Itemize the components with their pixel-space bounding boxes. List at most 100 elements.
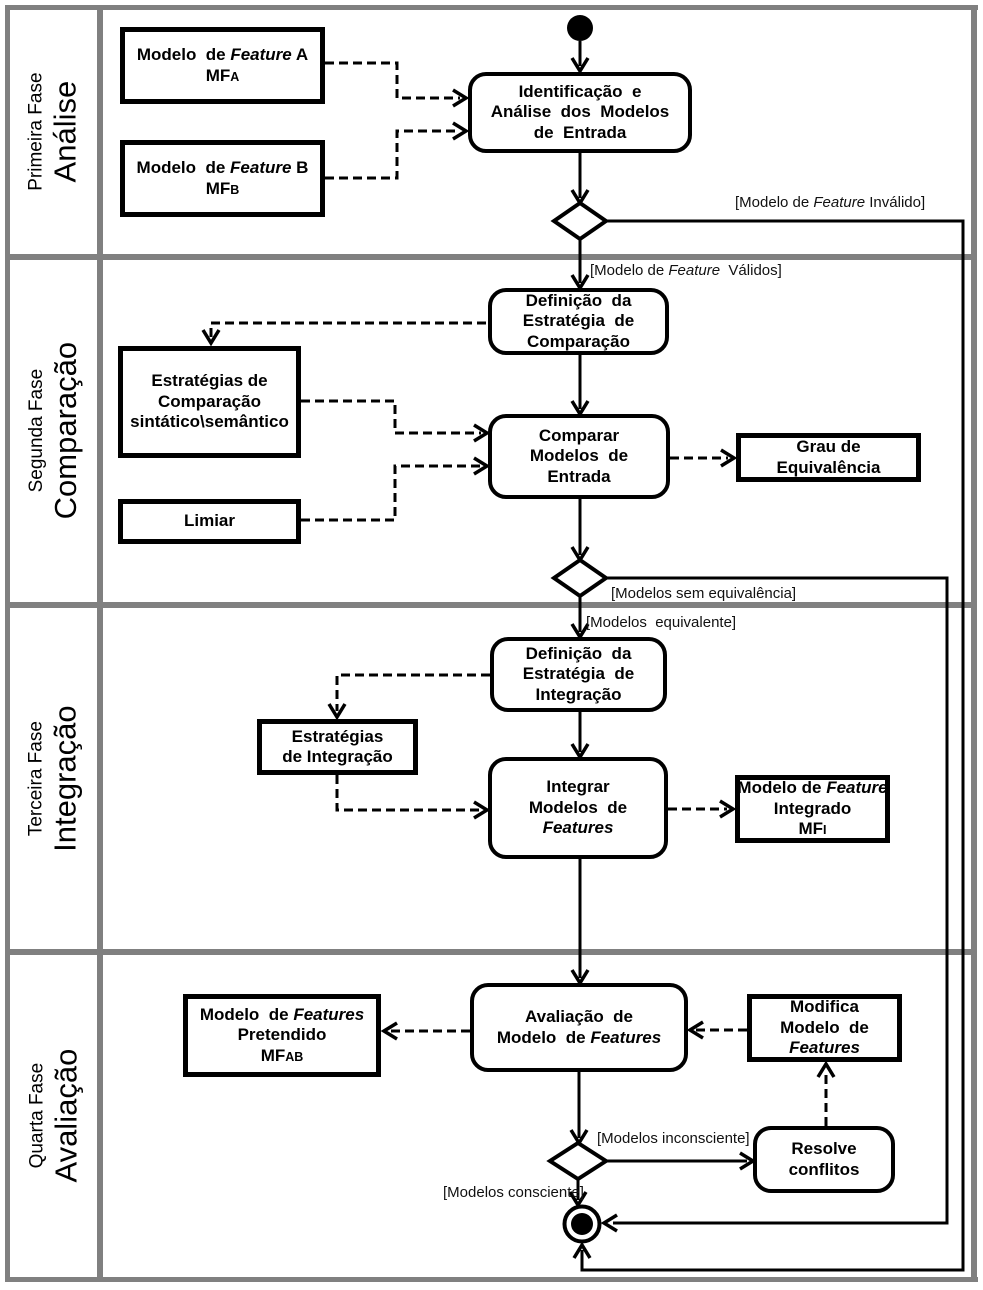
label-subscript: A bbox=[230, 69, 240, 84]
activity-identificacao-analise: Identificação e Análise dos Modelos de E… bbox=[468, 72, 692, 153]
guard-modelos-consciente: [Modelos consciente] bbox=[443, 1184, 584, 1201]
edge-modifica-to-avaliacao bbox=[686, 1020, 747, 1040]
label-text: Estratégias bbox=[291, 726, 384, 746]
label-text: Grau de bbox=[796, 437, 861, 457]
decision-3 bbox=[546, 1140, 610, 1182]
label-text: Limiar bbox=[183, 511, 236, 531]
lane-divider-2 bbox=[5, 602, 977, 608]
edge-decision1-valid-to-defcomp bbox=[570, 239, 590, 292]
label-text-italic: Feature bbox=[230, 158, 292, 178]
activity-definicao-estrategia-integracao: Definição da Estratégia de Integração bbox=[490, 637, 667, 712]
object-modelo-feature-b: Modelo de Feature B MFB bbox=[120, 140, 325, 217]
label-text: Definição da bbox=[525, 290, 632, 310]
edge-definteg-to-estrategiasinteg bbox=[327, 673, 490, 721]
arrowhead bbox=[719, 799, 737, 819]
activity-integrar-modelos: Integrar Modelos de Features bbox=[488, 757, 668, 859]
object-modifica-modelo-features: Modifica Modelo de Features bbox=[747, 994, 902, 1062]
arrowhead bbox=[720, 448, 738, 468]
edge-decision3-to-resolve bbox=[606, 1151, 757, 1171]
arrowhead bbox=[452, 88, 470, 108]
label-text: Estratégia de bbox=[522, 311, 635, 331]
label-text: Integração bbox=[535, 684, 622, 704]
label-text: Comparação bbox=[527, 331, 630, 351]
object-modelo-features-pretendido: Modelo de Features Pretendido MFAB bbox=[183, 994, 381, 1077]
edge-defcomp-to-estrategiascomp bbox=[201, 321, 486, 347]
lane-divider-3 bbox=[5, 949, 977, 955]
label-text: Estratégias de bbox=[151, 371, 268, 391]
lane-name-label: Integração bbox=[47, 705, 83, 852]
label-text: Definição da bbox=[525, 643, 632, 663]
label-text: Modelos de bbox=[529, 446, 629, 466]
edge-line bbox=[301, 399, 481, 435]
lane-label-divider bbox=[97, 5, 103, 1282]
edge-line bbox=[335, 775, 481, 812]
label-text: sintático\semântico bbox=[130, 412, 289, 432]
object-modelo-feature-integrado: Modelo de Feature Integrado MFI bbox=[735, 775, 890, 843]
edge-resolve-to-modifica bbox=[816, 1060, 836, 1126]
final-node bbox=[571, 1213, 593, 1235]
arrowhead bbox=[572, 1241, 592, 1259]
edge-line bbox=[325, 129, 460, 180]
label-text: Modelo de bbox=[737, 778, 827, 798]
frame-right-border bbox=[971, 5, 977, 1282]
label-text: Modelo de bbox=[496, 1027, 591, 1047]
edge-line bbox=[580, 219, 965, 1272]
label-text: Modelo de bbox=[780, 1017, 869, 1037]
object-estrategias-comparacao: Estratégias de Comparação sintático\semâ… bbox=[118, 346, 301, 458]
lane-phase-label: Quarta Fase bbox=[25, 1063, 47, 1169]
label-text: A bbox=[291, 45, 309, 65]
label-text: Análise dos Modelos bbox=[490, 102, 670, 122]
label-text: Modelos de bbox=[528, 797, 628, 817]
guard-modelo-invalido: [Modelo de Feature Inválido] bbox=[735, 194, 925, 211]
arrowhead bbox=[327, 703, 347, 721]
activity-comparar-modelos: Comparar Modelos de Entrada bbox=[488, 414, 670, 499]
label-text: Equivalência bbox=[776, 457, 881, 477]
object-estrategias-integracao: Estratégias de Integração bbox=[257, 719, 418, 775]
label-text: MF bbox=[798, 819, 824, 839]
arrowhead bbox=[600, 1213, 618, 1233]
edge-integrar-to-avaliacao bbox=[570, 859, 590, 987]
edge-avaliacao-to-pretendido bbox=[380, 1021, 470, 1041]
label-text: Entrada bbox=[547, 466, 611, 486]
lane-phase-label: Segunda Fase bbox=[25, 369, 47, 493]
edge-identificacao-to-decision1 bbox=[570, 153, 590, 207]
activity-resolve-conflitos: Resolve conflitos bbox=[753, 1126, 895, 1193]
label-text: Válidos] bbox=[720, 262, 782, 279]
edge-avaliacao-to-decision3 bbox=[569, 1072, 589, 1147]
edge-comparar-to-grau bbox=[670, 448, 738, 468]
arrowhead bbox=[686, 1020, 704, 1040]
frame-bottom-border bbox=[5, 1277, 978, 1282]
edge-decision2-semequiv-to-final bbox=[600, 576, 949, 1233]
arrowhead bbox=[473, 800, 491, 820]
label-text: Estratégia de bbox=[522, 664, 635, 684]
label-text: de Integração bbox=[282, 747, 393, 766]
label-subscript: I bbox=[823, 823, 827, 838]
label-text: de Entrada bbox=[533, 122, 627, 142]
frame-left-border bbox=[5, 5, 10, 1282]
arrowhead bbox=[570, 57, 590, 75]
lane-phase-label: Primeira Fase bbox=[25, 72, 47, 192]
activity-avaliacao-modelo: Avaliação de Modelo de Features bbox=[470, 983, 688, 1072]
label-text-italic: Feature bbox=[668, 262, 721, 279]
edge-integrar-to-mfi bbox=[668, 799, 737, 819]
label-text: MF bbox=[260, 1045, 286, 1065]
label-text-italic: Feature bbox=[813, 194, 866, 211]
arrowhead bbox=[816, 1060, 836, 1078]
edge-mfb-to-identificacao bbox=[325, 121, 470, 180]
edge-mfa-to-identificacao bbox=[325, 61, 470, 108]
edge-line bbox=[325, 61, 460, 100]
arrowhead bbox=[452, 121, 470, 141]
edge-estrategiascomp-to-comparar bbox=[301, 399, 491, 443]
label-text: Pretendido bbox=[237, 1025, 327, 1045]
edge-line bbox=[209, 321, 486, 337]
label-text: Integrado bbox=[773, 798, 852, 818]
arrowhead bbox=[473, 423, 491, 443]
label-text-italic: Features bbox=[542, 818, 614, 838]
label-text-italic: Features bbox=[590, 1027, 662, 1047]
label-text: B bbox=[291, 158, 309, 178]
